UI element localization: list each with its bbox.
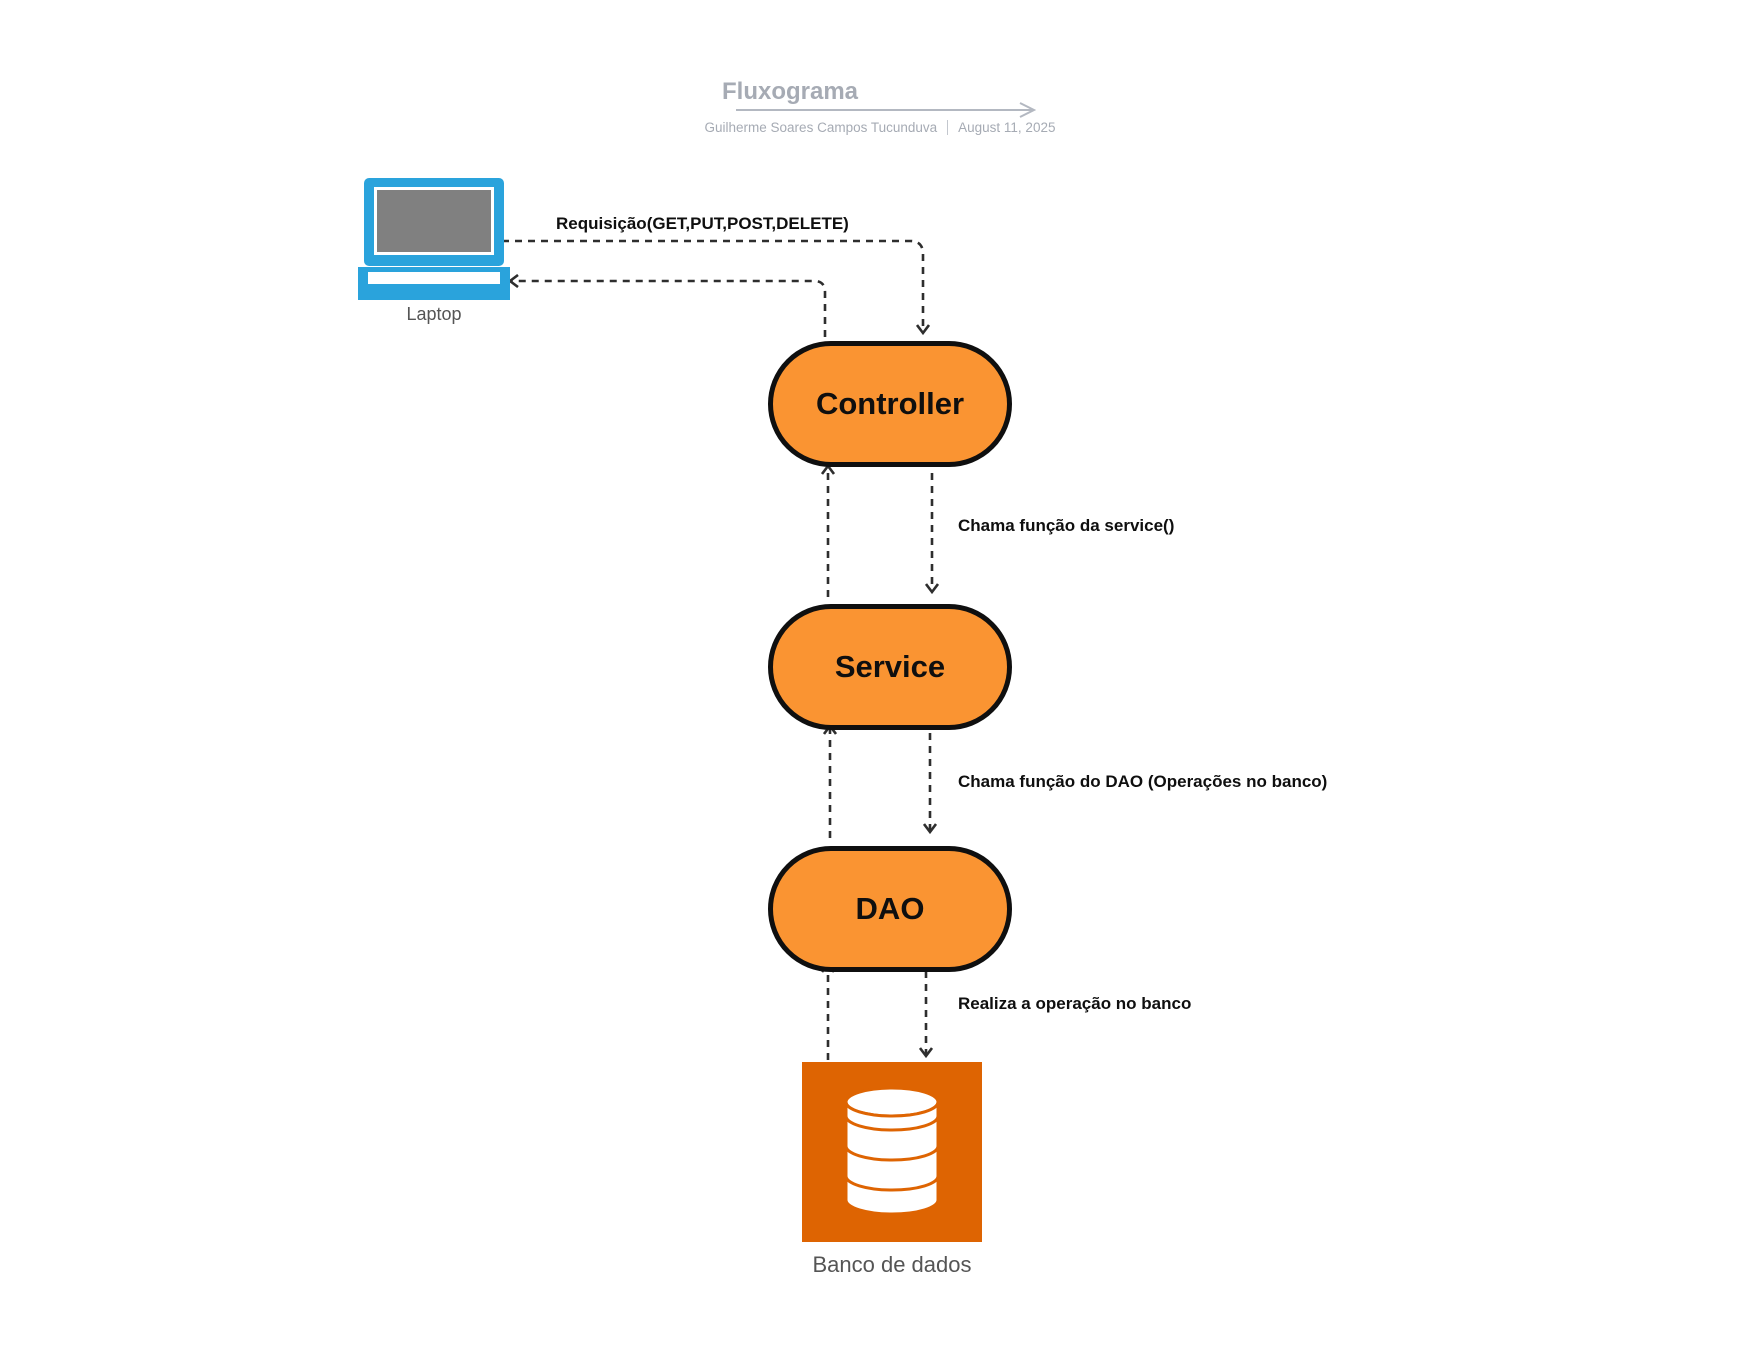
edge-label-service-to-dao: Chama função do DAO (Operações no banco) bbox=[958, 772, 1328, 791]
controller-node: Controller bbox=[768, 341, 1012, 467]
database-node bbox=[802, 1062, 982, 1242]
title-arrowhead-icon bbox=[1019, 102, 1036, 118]
edge-label-dao-to-database: Realiza a operação no banco bbox=[958, 994, 1192, 1013]
connector-controller-to-laptop bbox=[510, 281, 827, 337]
author-name: Guilherme Soares Campos Tucunduva bbox=[704, 120, 938, 135]
connector-laptop-to-controller bbox=[502, 239, 923, 333]
laptop-icon bbox=[358, 178, 510, 300]
title-underline-arrow bbox=[736, 109, 1032, 111]
database-icon bbox=[844, 1086, 940, 1216]
diagram-meta: Guilherme Soares Campos Tucunduva August … bbox=[0, 120, 1760, 135]
diagram-title: Fluxograma bbox=[721, 78, 859, 105]
meta-separator bbox=[947, 120, 949, 135]
service-node: Service bbox=[768, 604, 1012, 730]
edge-label-controller-to-service: Chama função da service() bbox=[958, 516, 1175, 535]
diagram-date: August 11, 2025 bbox=[958, 120, 1056, 135]
edge-label-request: Requisição(GET,PUT,POST,DELETE) bbox=[556, 214, 849, 233]
dao-node: DAO bbox=[768, 846, 1012, 972]
database-label: Banco de dados bbox=[812, 1252, 972, 1277]
laptop-label: Laptop bbox=[406, 304, 462, 324]
